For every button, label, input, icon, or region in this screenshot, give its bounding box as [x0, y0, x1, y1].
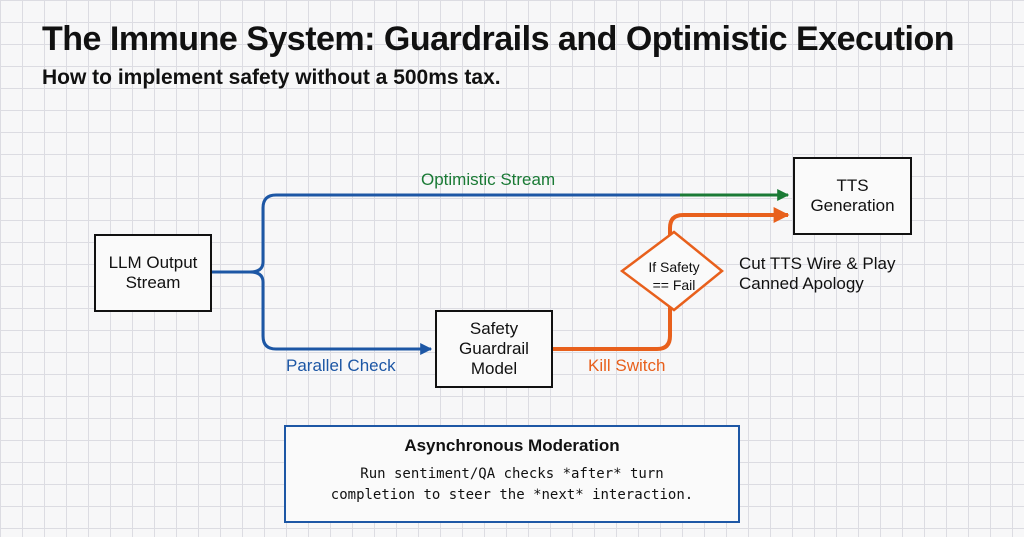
safety-guardrail-model-node: Safety Guardrail Model: [435, 310, 553, 388]
cut-tts-action-label: Cut TTS Wire & Play Canned Apology: [739, 254, 896, 294]
safety-line-2: Guardrail: [459, 339, 529, 358]
split-stub-connector: [212, 261, 265, 274]
optimistic-stream-connector-blue: [261, 193, 680, 262]
tts-line-1: TTS: [836, 176, 869, 195]
llm-output-line-1: LLM Output: [108, 253, 198, 272]
asynchronous-moderation-panel: Asynchronous Moderation Run sentiment/QA…: [284, 425, 740, 523]
llm-output-stream-node: LLM Output Stream: [94, 234, 212, 312]
parallel-check-label: Parallel Check: [286, 356, 396, 375]
page-subtitle: How to implement safety without a 500ms …: [42, 66, 501, 89]
page-title: The Immune System: Guardrails and Optimi…: [42, 20, 955, 58]
moderation-description: Run sentiment/QA checks *after* turn com…: [286, 464, 738, 506]
action-line-1: Cut TTS Wire & Play: [739, 254, 896, 273]
llm-output-line-2: Stream: [125, 273, 181, 292]
decision-diamond: [619, 230, 724, 312]
decision-line-1: If Safety: [648, 259, 700, 275]
safety-line-1: Safety: [469, 319, 519, 338]
moderation-title: Asynchronous Moderation: [404, 436, 620, 455]
moderation-line-2: completion to steer the *next* interacti…: [330, 487, 694, 503]
decision-label: If Safety == Fail: [632, 258, 716, 294]
kill-switch-connector: [553, 301, 672, 351]
tts-generation-node: TTS Generation: [793, 157, 912, 235]
parallel-check-connector: [261, 282, 433, 355]
kill-switch-to-tts-connector: [668, 207, 790, 241]
safety-line-3: Model: [470, 359, 518, 378]
moderation-line-1: Run sentiment/QA checks *after* turn: [360, 466, 664, 482]
decision-line-2: == Fail: [652, 277, 696, 293]
kill-switch-label: Kill Switch: [588, 356, 666, 375]
optimistic-stream-label: Optimistic Stream: [421, 170, 556, 189]
split-stub-lower-connector: [249, 270, 265, 283]
tts-line-2: Generation: [810, 196, 895, 215]
action-line-2: Canned Apology: [739, 274, 864, 293]
